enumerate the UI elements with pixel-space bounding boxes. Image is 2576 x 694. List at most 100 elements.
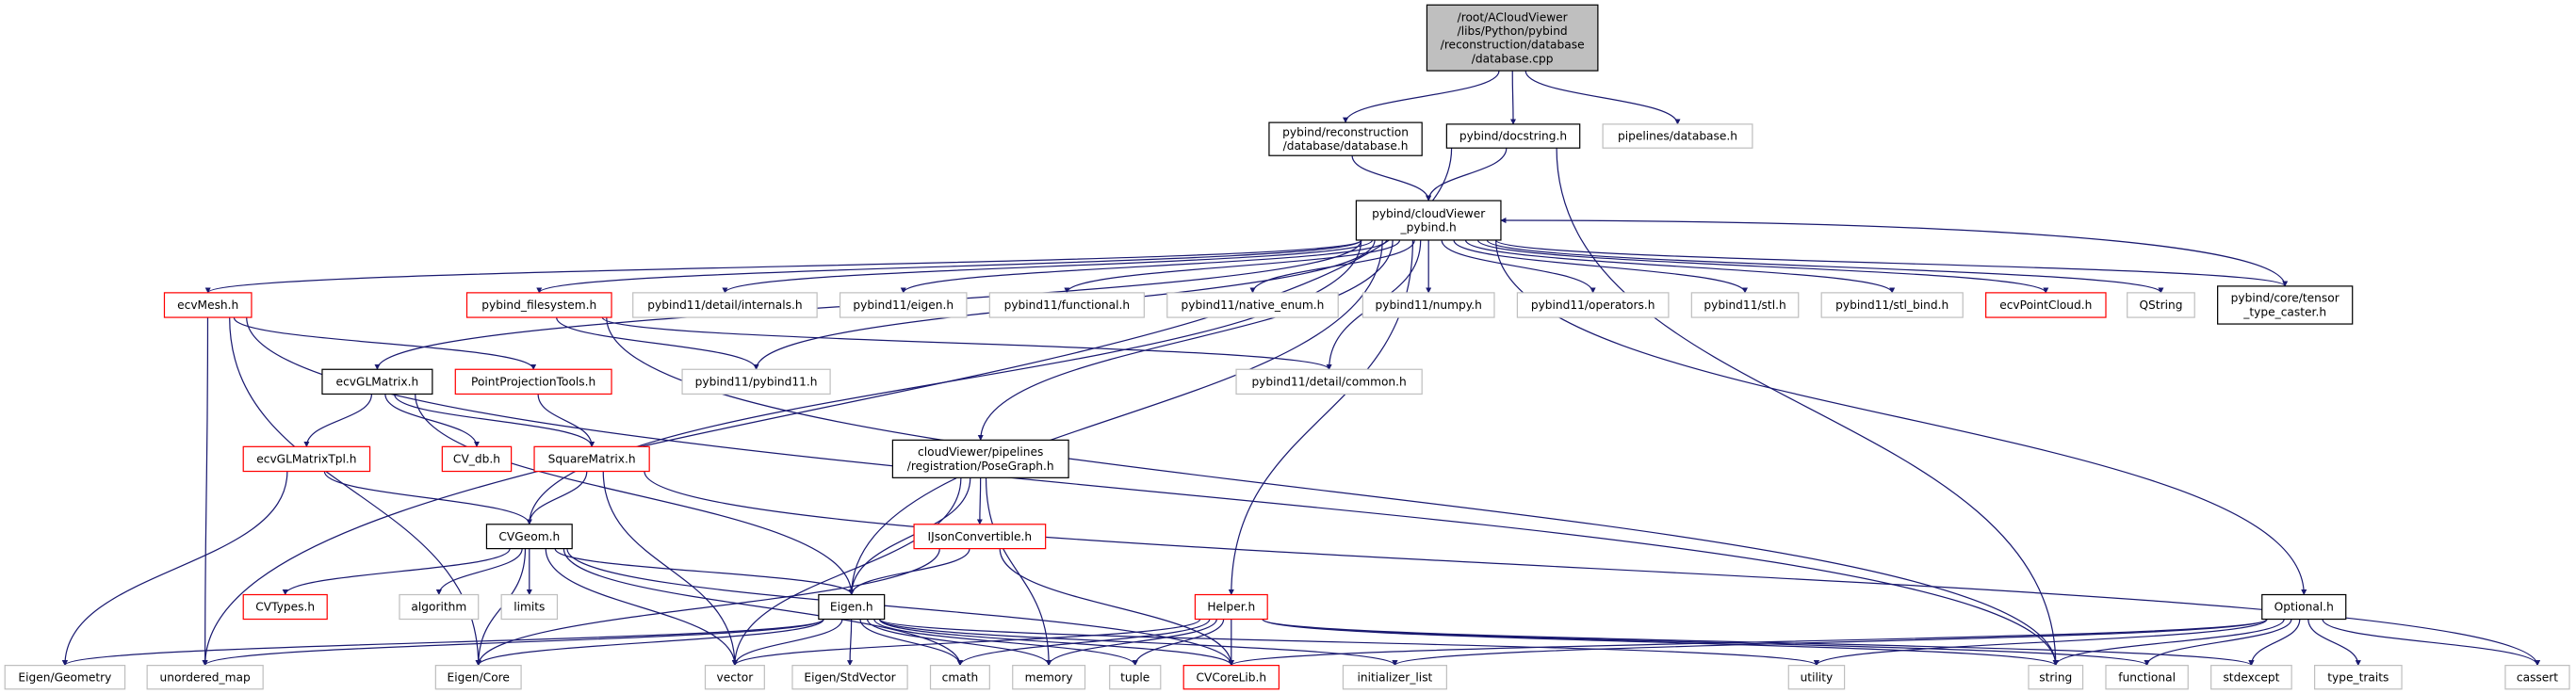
node-numpy[interactable]: pybind11/numpy.h <box>1361 292 1495 318</box>
node-label: ecvGLMatrixTpl.h <box>256 453 356 466</box>
node-functional[interactable]: functional <box>2105 665 2189 690</box>
node-box <box>434 665 522 690</box>
edge-optional-to-string <box>2052 619 2285 667</box>
node-box <box>1602 123 1753 149</box>
node-box <box>454 368 612 395</box>
node-ecvPointCloud[interactable]: ecvPointCloud.h <box>1985 292 2107 318</box>
node-label: utility <box>1801 670 1834 684</box>
edge-cv_pybind-to-ecvPointCloud <box>1476 239 2049 294</box>
edge-cv_pybind-to-eigenh <box>848 239 1383 596</box>
node-core[interactable]: Eigen/Core <box>434 665 522 690</box>
node-posegraph[interactable]: cloudViewer/pipelines/registration/PoseG… <box>891 439 1069 478</box>
node-label: QString <box>2139 299 2182 312</box>
node-umap[interactable]: unordered_map <box>146 665 264 690</box>
node-QString[interactable]: QString <box>2127 292 2195 318</box>
edge-helper-to-vector <box>731 618 1201 667</box>
edge-ecvGLMatrix-to-glTpl <box>303 394 373 447</box>
node-label: pybind11/operators.h <box>1531 299 1655 312</box>
node-cvgeom[interactable]: CVGeom.h <box>485 524 573 550</box>
node-label: Eigen/StdVector <box>804 670 896 684</box>
node-cpp[interactable]: /root/ACloudViewer/libs/Python/pybind/re… <box>1426 4 1599 72</box>
node-cvtypes[interactable]: CVTypes.h <box>242 593 328 621</box>
node-stdvector[interactable]: Eigen/StdVector <box>791 665 908 690</box>
node-box <box>321 368 433 395</box>
node-box <box>2028 665 2084 690</box>
node-recon_db[interactable]: pybind/reconstruction/database/database.… <box>1268 121 1423 156</box>
edge-cvgeom-to-eigenh <box>554 548 855 596</box>
node-glTpl[interactable]: ecvGLMatrixTpl.h <box>242 445 371 473</box>
node-tuple[interactable]: tuple <box>1109 665 1162 690</box>
node-p11functional[interactable]: pybind11/functional.h <box>988 292 1145 318</box>
node-label: limits <box>514 601 545 614</box>
node-vector[interactable]: vector <box>704 665 765 690</box>
edge-optional-to-corelib <box>1229 618 2268 667</box>
edge-eigenh-to-initlist <box>878 618 1398 667</box>
edge-ecvMesh-to-ppt <box>233 316 537 370</box>
node-box <box>500 593 559 621</box>
node-algorithm[interactable]: algorithm <box>399 593 480 621</box>
node-ijson[interactable]: IJsonConvertible.h <box>913 524 1047 550</box>
edge-eigenh-to-cmath <box>859 619 963 667</box>
node-label: vector <box>717 670 755 684</box>
node-pybind11[interactable]: pybind11/pybind11.h <box>681 368 831 395</box>
node-label: /database/database.h <box>1283 139 1409 153</box>
node-box <box>1690 292 1800 318</box>
edges-layer <box>61 70 2541 667</box>
node-eigenh[interactable]: Eigen.h <box>818 593 886 621</box>
node-stdexcept[interactable]: stdexcept <box>2210 665 2292 690</box>
node-label: PointProjectionTools.h <box>471 375 595 388</box>
edge-pybind_fs-to-common <box>601 316 1332 370</box>
node-native_enum[interactable]: pybind11/native_enum.h <box>1166 292 1339 318</box>
node-box <box>839 292 968 318</box>
node-label: Eigen/Core <box>448 670 510 684</box>
edge-eigenh-to-corelib <box>878 619 1234 667</box>
node-label: SquareMatrix.h <box>548 453 636 466</box>
edge-cpp-to-recon_db <box>1343 70 1500 123</box>
edge-tensor-to-cv_pybind <box>1500 217 2286 286</box>
node-geometry[interactable]: Eigen/Geometry <box>4 665 126 690</box>
node-common[interactable]: pybind11/detail/common.h <box>1235 368 1423 395</box>
node-limits[interactable]: limits <box>500 593 559 621</box>
node-optional[interactable]: Optional.h <box>2261 593 2347 621</box>
node-pipelines_db[interactable]: pipelines/database.h <box>1602 123 1753 149</box>
node-stl[interactable]: pybind11/stl.h <box>1690 292 1800 318</box>
node-label: pybind11/stl.h <box>1704 299 1785 312</box>
node-type_traits[interactable]: type_traits <box>2313 665 2403 690</box>
node-label: /database.cpp <box>1472 52 1554 65</box>
node-cv_pybind[interactable]: pybind/cloudViewer_pybind.h <box>1355 200 1502 241</box>
node-square[interactable]: SquareMatrix.h <box>533 445 650 473</box>
edge-glTpl-to-geometry <box>61 471 288 667</box>
node-ecvMesh[interactable]: ecvMesh.h <box>163 292 253 318</box>
node-tensor[interactable]: pybind/core/tensor_type_caster.h <box>2217 285 2354 325</box>
node-stl_bind[interactable]: pybind11/stl_bind.h <box>1820 292 1964 318</box>
node-label: pybind11/detail/common.h <box>1251 375 1406 388</box>
node-pybind_fs[interactable]: pybind_filesystem.h <box>465 292 612 318</box>
node-initlist[interactable]: initializer_list <box>1342 665 1447 690</box>
node-box <box>146 665 264 690</box>
edge-ecvGLMatrix-to-square <box>394 394 595 447</box>
node-corelib[interactable]: CVCoreLib.h <box>1182 665 1280 690</box>
node-ecvGLMatrix[interactable]: ecvGLMatrix.h <box>321 368 433 395</box>
node-ppt[interactable]: PointProjectionTools.h <box>454 368 612 395</box>
node-internals[interactable]: pybind11/detail/internals.h <box>632 292 818 318</box>
node-operators[interactable]: pybind11/operators.h <box>1516 292 1670 318</box>
node-label: pybind_filesystem.h <box>481 299 596 312</box>
node-string[interactable]: string <box>2028 665 2084 690</box>
node-p11eigen[interactable]: pybind11/eigen.h <box>839 292 968 318</box>
edge-cv_pybind-to-p11functional <box>1064 239 1401 294</box>
node-label: type_traits <box>2327 670 2389 684</box>
node-cvdb[interactable]: CV_db.h <box>441 445 513 473</box>
node-cmath[interactable]: cmath <box>929 665 990 690</box>
node-helper[interactable]: Helper.h <box>1194 593 1268 621</box>
node-box <box>399 593 480 621</box>
node-label: pybind11/stl_bind.h <box>1835 299 1948 312</box>
edge-ppt-to-square <box>537 394 595 447</box>
node-label: pybind/reconstruction <box>1282 125 1409 138</box>
node-cassert[interactable]: cassert <box>2504 665 2570 690</box>
node-box <box>1182 665 1280 690</box>
edge-eigenh-to-geometry <box>62 618 824 667</box>
node-docstring[interactable]: pybind/docstring.h <box>1445 123 1581 149</box>
node-memory[interactable]: memory <box>1012 665 1086 690</box>
node-utility[interactable]: utility <box>1787 665 1846 690</box>
node-box <box>1012 665 1086 690</box>
